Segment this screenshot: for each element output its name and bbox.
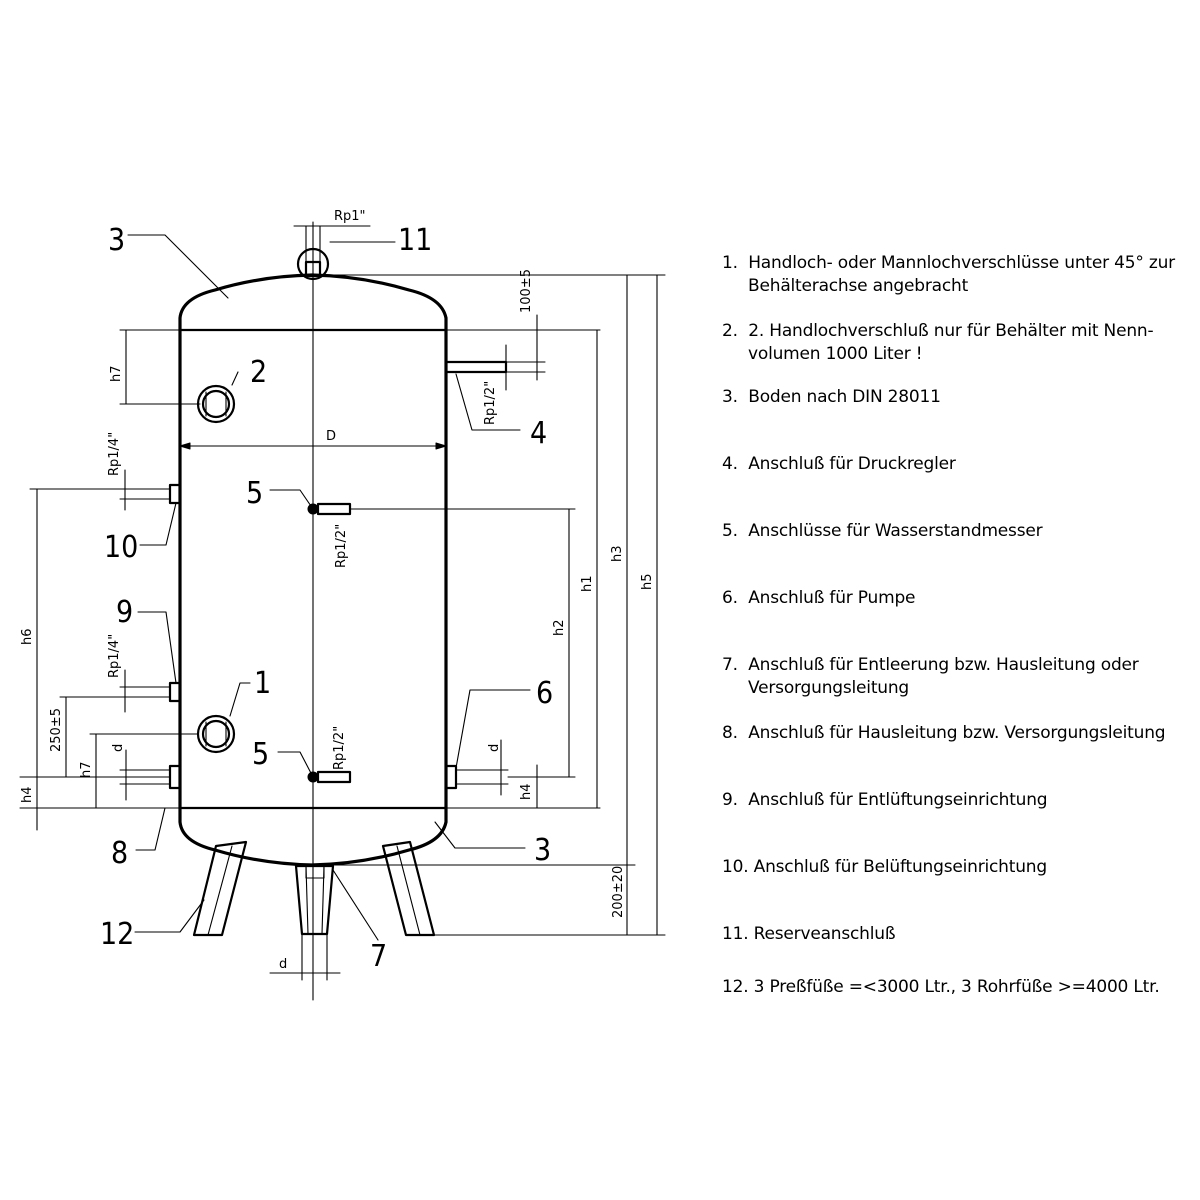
dim-200: 200±20 [611, 866, 626, 918]
callout-numbers: 3 11 2 4 5 10 9 1 6 5 3 8 12 7 [100, 223, 553, 974]
callout-8: 8 [111, 836, 128, 871]
handhole-1 [196, 714, 236, 754]
legend-item-11: 11. Reserveanschluß [722, 924, 896, 944]
leader-lines [127, 234, 531, 941]
level-gauge-nozzle-lower [307, 770, 352, 784]
callout-6: 6 [536, 676, 553, 711]
level-gauge-nozzle-upper [307, 502, 352, 516]
callout-10: 10 [104, 530, 138, 565]
dim-h4-left: h4 [20, 786, 35, 803]
dim-d-right: d [487, 744, 502, 752]
dim-h2: h2 [552, 619, 567, 636]
dim-250: 250±5 [49, 708, 64, 752]
callout-2: 2 [250, 355, 267, 390]
callout-11: 11 [398, 223, 432, 258]
dim-h1: h1 [580, 575, 595, 592]
dim-d-diameter: D [326, 429, 336, 444]
callout-3-bottom: 3 [534, 833, 551, 868]
callout-7: 7 [370, 939, 387, 974]
dim-rp1: Rp1" [334, 209, 366, 224]
tank-feet-12 [192, 840, 436, 937]
callout-5-lower: 5 [252, 737, 269, 772]
tank-shell [178, 221, 448, 1001]
dim-d-bottom: d [279, 957, 287, 972]
dim-rp-quarter-9: Rp1/4" [107, 634, 122, 678]
legend-item-8: 8. Anschluß für Hausleitung bzw. Versorg… [722, 723, 1166, 743]
dim-d-left: d [111, 744, 126, 752]
dim-h3: h3 [610, 545, 625, 562]
legend-item-2: 2. 2. Handlochverschluß nur für Behälter… [722, 321, 1154, 364]
dimension-labels: Rp1" D 100±5 Rp1/2" h7 Rp1/4" Rp1/2" h1 … [20, 209, 655, 972]
legend-item-4: 4. Anschluß für Druckregler [722, 454, 956, 474]
legend-item-12: 12. 3 Preßfüße =<3000 Ltr., 3 Rohrfüße >… [722, 977, 1160, 997]
dim-h4-right: h4 [519, 783, 534, 800]
legend-item-5: 5. Anschlüsse für Wasserstandmesser [722, 521, 1043, 541]
dim-h5: h5 [640, 573, 655, 590]
callout-4: 4 [530, 416, 547, 451]
reserve-connection-11 [293, 225, 371, 281]
legend-item-7: 7. Anschluß für Entleerung bzw. Hausleit… [722, 655, 1139, 698]
pressure-regulator-nozzle-4 [444, 360, 508, 374]
legend-item-10: 10. Anschluß für Belüftungseinrichtung [722, 857, 1047, 877]
dim-100: 100±5 [519, 269, 534, 313]
dim-rp-quarter-10: Rp1/4" [107, 432, 122, 476]
dim-rp-half-5-lower: Rp1/2" [332, 726, 347, 770]
dim-h7-bottom: h7 [79, 761, 94, 778]
legend-item-6: 6. Anschluß für Pumpe [722, 588, 916, 608]
dim-h7-top: h7 [109, 365, 124, 382]
pump-nozzle-6 [444, 764, 509, 790]
dim-rp-half-5-upper: Rp1/2" [334, 524, 349, 568]
handhole-2 [196, 384, 236, 424]
dim-rp-half-4: Rp1/2" [483, 381, 498, 425]
callout-1: 1 [254, 666, 271, 701]
callout-9: 9 [116, 595, 133, 630]
legend-item-9: 9. Anschluß für Entlüftungseinrichtung [722, 790, 1048, 810]
legend-item-3: 3. Boden nach DIN 28011 [722, 387, 941, 407]
callout-12: 12 [100, 917, 134, 952]
vent-nozzle-10 [119, 483, 182, 505]
callout-3-top: 3 [108, 223, 125, 258]
deaeration-nozzle-9 [119, 681, 182, 703]
legend-item-1: 1. Handloch- oder Mannlochverschlüsse un… [722, 253, 1175, 296]
dim-h6: h6 [20, 628, 35, 645]
callout-5-upper: 5 [246, 476, 263, 511]
dimension-lines [19, 274, 666, 981]
